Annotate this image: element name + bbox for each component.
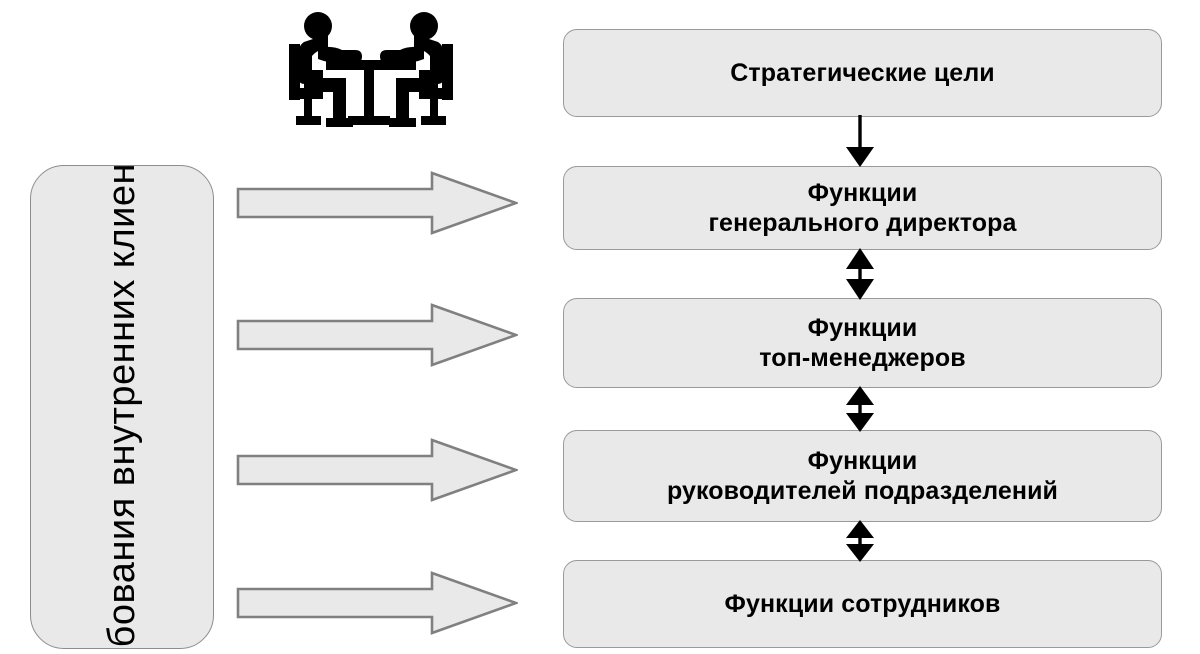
level-label-topmanager-functions: Функции топ-менеджеров bbox=[759, 313, 966, 373]
level-label-employee-functions: Функции сотрудников bbox=[724, 589, 1001, 618]
level-label-strategic-goals: Стратегические цели bbox=[730, 58, 995, 87]
level-label-head-functions: Функции руководителей подразделений bbox=[666, 446, 1059, 506]
meeting-two-people-at-table-icon bbox=[278, 8, 464, 132]
level-box-employee-functions[interactable]: Функции сотрудников bbox=[563, 560, 1162, 648]
connector-arrow-double-topmanagers-to-heads bbox=[838, 386, 882, 432]
connector-arrow-double-ceo-to-topmanagers bbox=[838, 248, 882, 300]
internal-customer-requirements-label: Требования внутренних клиентов bbox=[100, 165, 143, 649]
flow-arrow-2 bbox=[236, 301, 518, 369]
level-box-strategic-goals[interactable]: Стратегические цели bbox=[563, 29, 1162, 117]
connector-arrow-double-heads-to-employees bbox=[838, 520, 882, 562]
connector-arrow-down-goals-to-ceo bbox=[838, 115, 882, 168]
flow-arrow-4 bbox=[236, 569, 518, 637]
flow-arrow-1 bbox=[236, 169, 518, 237]
flow-arrow-3 bbox=[236, 436, 518, 504]
level-box-head-functions[interactable]: Функции руководителей подразделений bbox=[563, 430, 1162, 522]
level-box-ceo-functions[interactable]: Функции генерального директора bbox=[563, 166, 1162, 250]
internal-customer-requirements-panel: Требования внутренних клиентов bbox=[30, 165, 214, 649]
level-box-topmanager-functions[interactable]: Функции топ-менеджеров bbox=[563, 298, 1162, 388]
level-label-ceo-functions: Функции генерального директора bbox=[708, 178, 1017, 238]
